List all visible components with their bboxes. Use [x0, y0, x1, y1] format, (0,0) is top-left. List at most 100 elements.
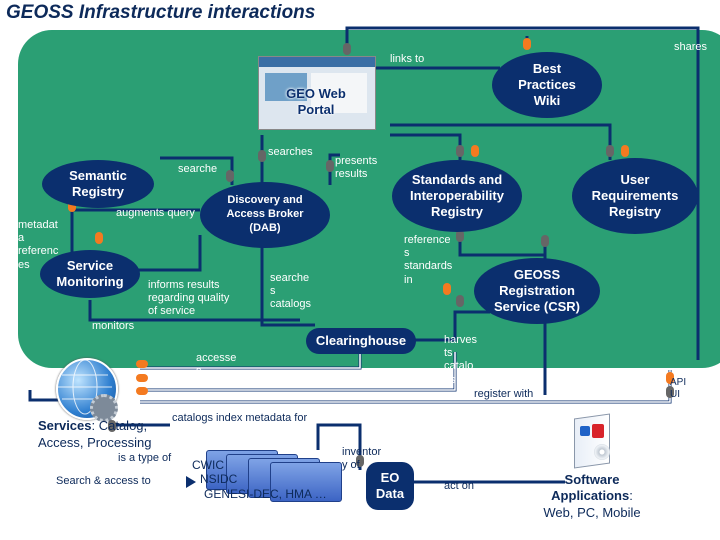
- refs-line3: standards: [404, 260, 453, 273]
- user-requirements-node: User Requirements Registry: [572, 158, 698, 234]
- software-colon: :: [629, 488, 633, 504]
- presents-line2: results: [335, 168, 368, 181]
- wire-services-harvest: [140, 352, 457, 392]
- label-harvests-catalogs: harves ts catalo gs: [444, 334, 477, 387]
- csr-line1: GEOSS: [513, 266, 561, 282]
- connector-gray-9: [456, 295, 464, 307]
- wire-portal-standards: [390, 133, 462, 160]
- connector-orange-1: [523, 38, 531, 50]
- connector-gray-12: [666, 386, 674, 398]
- harvests-line2: ts: [444, 347, 453, 360]
- connector-orange-7: [136, 360, 148, 368]
- user-req-line2: Requirements: [591, 187, 679, 203]
- label-api-ui: API UI: [670, 377, 686, 401]
- label-monitors: monitors: [92, 320, 135, 332]
- inventory-line2: y of: [342, 459, 360, 472]
- label-act-on: act on: [444, 480, 474, 492]
- label-shares: shares: [674, 41, 708, 53]
- wire-services-left: [28, 390, 60, 402]
- metadata-line2: a: [18, 232, 25, 245]
- geo-portal-thumbnail: [258, 56, 376, 130]
- inventory-line1: inventor: [342, 446, 382, 458]
- service-monitoring-node: Service Monitoring: [40, 250, 140, 298]
- searches-catalogs-line3: catalogs: [270, 298, 311, 311]
- informs-line3: of service: [148, 305, 196, 318]
- label-links-to: links to: [390, 53, 425, 65]
- geo-portal-line2: Portal: [297, 102, 335, 118]
- software-line2: Applications: [551, 488, 630, 504]
- label-augments-query: augments query: [116, 207, 195, 219]
- user-req-line3: Registry: [608, 204, 662, 220]
- informs-line1: informs results: [148, 279, 220, 291]
- wire-catalogs-inventory: [316, 423, 362, 470]
- catalog-folder-4: [270, 462, 342, 502]
- eo-data-node: EO Data: [366, 462, 414, 510]
- software-applications: Software Applications: Web, PC, Mobile: [526, 472, 658, 521]
- software-line1: Software: [564, 472, 620, 487]
- connector-orange-2: [471, 145, 479, 157]
- connector-orange-8: [136, 374, 148, 382]
- csr-line3: Service (CSR): [494, 299, 580, 315]
- label-informs-results: informs results regarding quality of ser…: [148, 279, 229, 319]
- standards-line2: Interoperability: [410, 187, 504, 203]
- searches-catalogs-line2: s: [270, 285, 276, 298]
- connector-gray-10: [108, 420, 116, 432]
- services-bold: Services: [38, 418, 92, 433]
- wire-monitoring: [88, 300, 300, 322]
- dab-node: Discovery and Access Broker (DAB): [200, 182, 330, 248]
- eo-data-line2: Data: [375, 486, 405, 501]
- software-line3: Web, PC, Mobile: [543, 504, 641, 520]
- globe-icon: [56, 358, 118, 420]
- dab-line3: (DAB): [249, 221, 281, 234]
- catalog-genesi-hma: GENESI-DEC, HMA: [204, 486, 312, 501]
- connector-gray-3: [258, 150, 266, 162]
- refs-line4: in: [404, 273, 413, 286]
- arrow-search-access: [186, 476, 196, 488]
- services-line2: Access, Processing: [38, 434, 152, 450]
- connector-gray-2: [226, 170, 234, 182]
- software-box-icon: [568, 412, 616, 469]
- label-searches-1: searches: [268, 146, 313, 158]
- presents-line1: presents: [335, 155, 378, 167]
- accesses-line2: s: [196, 365, 202, 378]
- label-inventory-of: inventor y of: [342, 446, 381, 472]
- api-label: API: [670, 377, 687, 388]
- connector-orange-9: [136, 387, 148, 395]
- catalog-nsidc: NSIDC: [200, 472, 238, 487]
- wire-clearing-csr: [412, 310, 490, 342]
- user-req-line1: User: [620, 171, 650, 187]
- wire-accesses: [140, 352, 362, 370]
- connector-gray-11: [356, 455, 364, 467]
- metadata-line3: referenc: [18, 245, 59, 258]
- csr-node: GEOSS Registration Service (CSR): [474, 258, 600, 324]
- harvests-line1: harves: [444, 334, 478, 346]
- csr-line2: Registration: [499, 282, 575, 298]
- connector-orange-6: [443, 283, 451, 295]
- semantic-registry-line1: Semantic: [69, 167, 127, 183]
- wire-dab-results: [328, 153, 340, 185]
- page-title: GEOSS Infrastructure interactions: [6, 2, 316, 23]
- connector-gray-1: [343, 43, 351, 55]
- connector-gray-7: [456, 230, 464, 242]
- services-rest: : Catalog,: [91, 418, 148, 433]
- label-register-with: register with: [474, 388, 534, 400]
- clearinghouse-node: Clearinghouse: [306, 328, 416, 354]
- services-description: Services: Catalog, Access, Processing: [38, 418, 151, 452]
- wire-portal-shares: [345, 26, 700, 360]
- label-metadata-references: metadat a referenc es: [18, 219, 58, 272]
- best-practices-line1: Best: [532, 60, 562, 76]
- gear-icon: [90, 394, 118, 422]
- geo-portal-label: GEO Web Portal: [276, 86, 356, 119]
- semantic-registry-line2: Registry: [71, 184, 125, 199]
- best-practices-line2: Practices: [518, 76, 576, 92]
- eo-data-line1: EO: [380, 469, 400, 485]
- geo-portal-line1: GEO Web: [286, 86, 346, 101]
- searches-catalogs-line1: searche: [270, 272, 310, 284]
- standards-line1: Standards and: [411, 171, 503, 187]
- standards-line3: Registry: [430, 204, 484, 220]
- harvests-line3: catalo: [444, 360, 474, 373]
- label-presents-results: presents results: [335, 155, 377, 181]
- metadata-line1: metadat: [18, 219, 58, 231]
- connector-gray-4: [326, 160, 334, 172]
- dab-line1: Discovery and: [227, 194, 303, 207]
